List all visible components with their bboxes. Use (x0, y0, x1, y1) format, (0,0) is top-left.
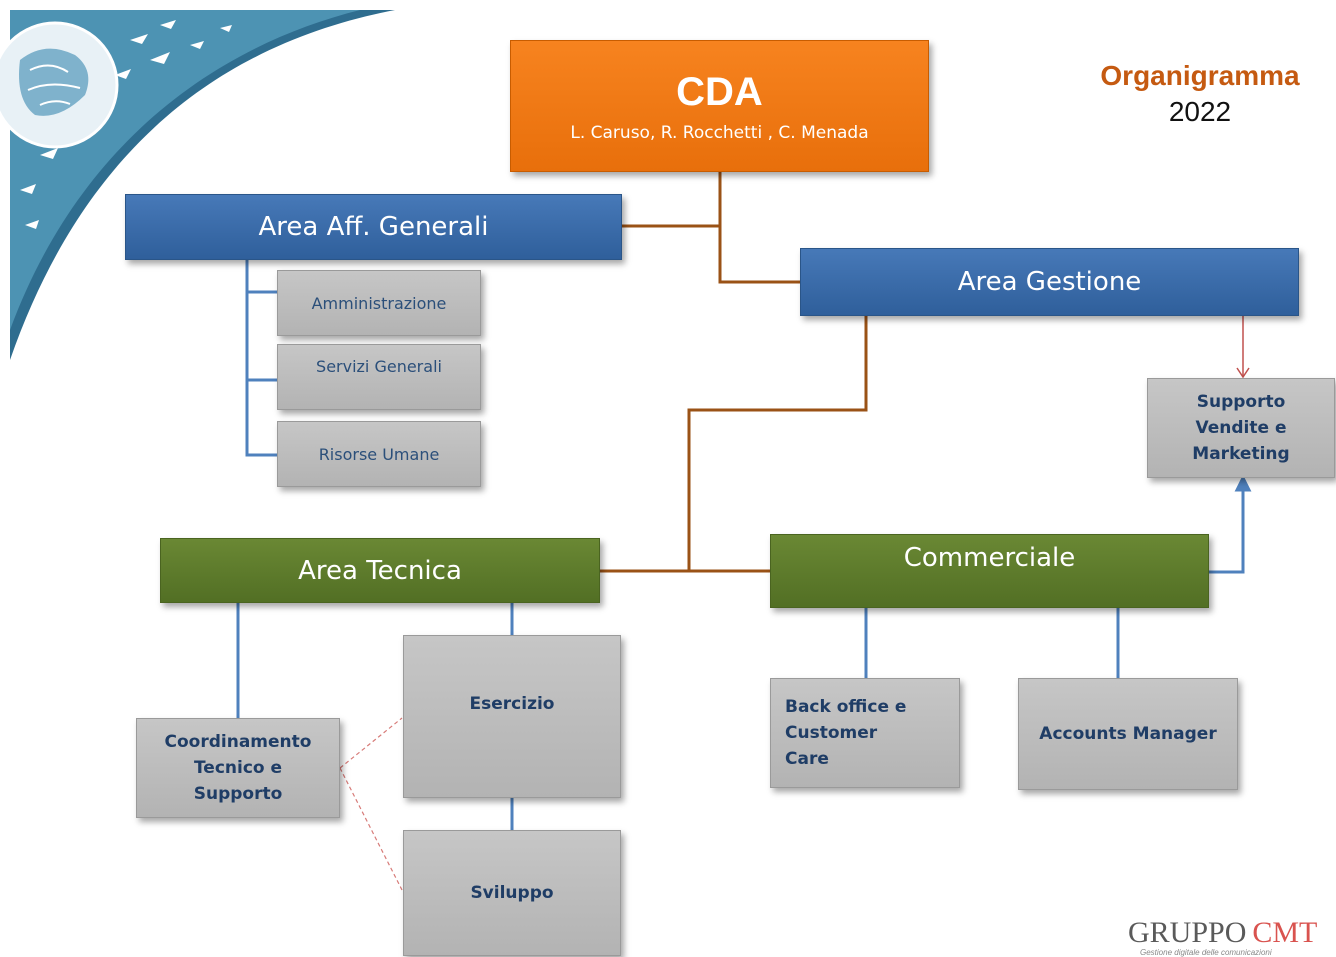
accounts-manager-label: Accounts Manager (1039, 724, 1217, 744)
supporto-vendite-label: Supporto Vendite e Marketing (1192, 392, 1290, 464)
amministrazione-label: Amministrazione (311, 293, 447, 313)
year-label: 2022 (1168, 96, 1232, 127)
sviluppo-box: Sviluppo (403, 830, 621, 956)
esercizio-label: Esercizio (469, 694, 555, 714)
area-aff-generali-label: Area Aff. Generali (258, 212, 489, 242)
logo-tagline: Gestione digitale delle comunicazioni (1140, 948, 1272, 957)
cda-box: CDA L. Caruso, R. Rocchetti , C. Menada (510, 40, 929, 172)
commerciale-label: Commerciale (903, 543, 1076, 573)
cda-title: CDA (676, 70, 763, 114)
risorse-umane-label: Risorse Umane (318, 444, 440, 464)
risorse-umane-box: Risorse Umane (277, 421, 481, 487)
coordinamento-label: Coordinamento Tecnico e Supporto (164, 732, 312, 804)
coordinamento-box: Coordinamento Tecnico e Supporto (136, 718, 340, 818)
title-label: Organigramma (1100, 60, 1300, 91)
accounts-manager-box: Accounts Manager (1018, 678, 1238, 790)
servizi-generali-box: Servizi Generali (277, 344, 481, 410)
esercizio-box: Esercizio (403, 635, 621, 798)
area-gestione-box: Area Gestione (800, 248, 1299, 316)
area-tecnica-box: Area Tecnica (160, 538, 600, 603)
supporto-vendite-box: Supporto Vendite e Marketing (1147, 378, 1335, 478)
area-tecnica-label: Area Tecnica (298, 555, 462, 586)
chart-title: Organigramma 2022 (1090, 60, 1310, 128)
commerciale-box: Commerciale (770, 534, 1209, 608)
logo-name-a: GRUPPO (1128, 916, 1247, 949)
back-office-label: Back office e Customer Care (785, 697, 907, 769)
sviluppo-label: Sviluppo (470, 883, 554, 903)
cda-members: L. Caruso, R. Rocchetti , C. Menada (570, 123, 869, 143)
logo-name-b: CMT (1252, 916, 1318, 949)
servizi-generali-label: Servizi Generali (316, 357, 442, 376)
back-office-box: Back office e Customer Care (770, 678, 960, 788)
area-gestione-label: Area Gestione (957, 267, 1142, 297)
area-aff-generali-box: Area Aff. Generali (125, 194, 622, 260)
amministrazione-box: Amministrazione (277, 270, 481, 336)
